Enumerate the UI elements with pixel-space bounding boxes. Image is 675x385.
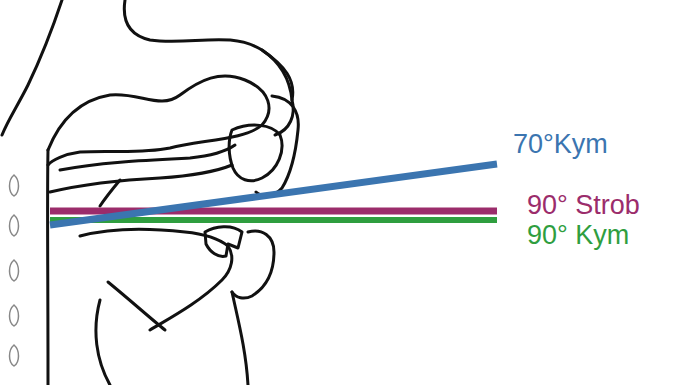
line-label: 90° Kym	[527, 221, 629, 251]
epiglottis	[96, 300, 110, 385]
spine-sketch	[10, 175, 19, 366]
upper-teeth	[229, 125, 282, 181]
skull-base	[124, 0, 293, 100]
upper-palate-top	[60, 145, 235, 170]
tongue-base	[108, 282, 165, 330]
scope-line-70-kym	[50, 164, 497, 225]
tongue	[80, 229, 232, 330]
vertebra	[10, 215, 19, 236]
uvula	[100, 180, 120, 206]
pharynx-wall	[46, 150, 49, 385]
lower-teeth	[205, 227, 242, 257]
nose-tip	[262, 50, 293, 135]
sinus-outline	[48, 76, 269, 165]
jaw-line	[232, 292, 248, 385]
vertebra	[10, 260, 19, 281]
vertebra	[10, 175, 19, 196]
anatomy-outline	[2, 0, 298, 385]
line-label: 70°Kym	[513, 130, 608, 160]
upper-lip	[256, 96, 298, 195]
vertebra	[10, 345, 19, 366]
hard-palate	[50, 165, 232, 192]
head-outline	[2, 0, 62, 135]
vertebra	[10, 305, 19, 326]
line-label: 90° Strob	[527, 191, 640, 221]
lower-lip	[232, 231, 274, 298]
